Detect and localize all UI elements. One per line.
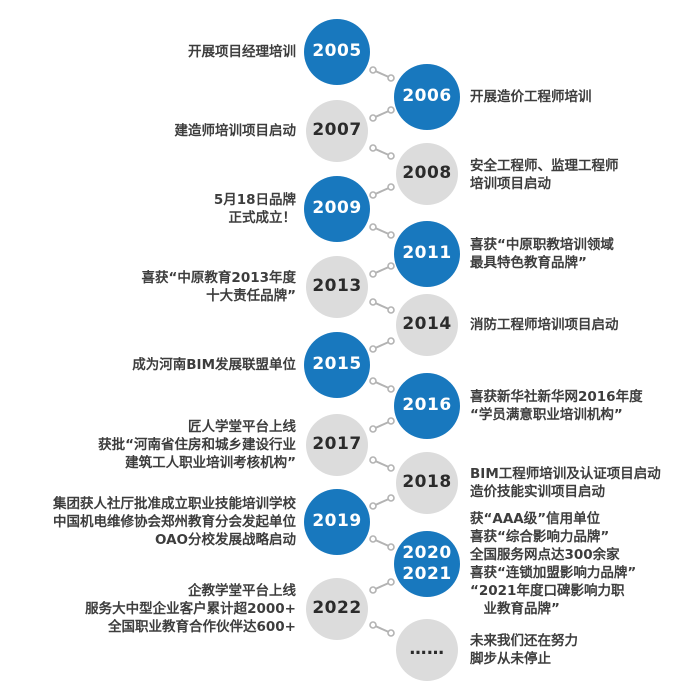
year-text: 2013: [312, 276, 362, 297]
connector-link-icon: [369, 106, 395, 122]
connector-link-icon: [369, 298, 395, 314]
connector-link-icon: [369, 578, 395, 594]
event-label-2017: 匠人学堂平台上线 获批“河南省住房和城乡建设行业 建筑工人职业培训考核机构”: [98, 419, 296, 471]
year-circle-2009: 2009: [304, 176, 370, 242]
year-text: 2018: [402, 472, 452, 493]
year-text: 2007: [312, 120, 362, 141]
connector-link-icon: [369, 535, 395, 551]
year-circle-2006: 2006: [394, 64, 460, 130]
connector-link-icon: [369, 417, 395, 433]
year-circle-2020-2021: 2020 2021: [394, 531, 460, 597]
connector-link-icon: [369, 183, 395, 199]
year-text: 2005: [312, 41, 362, 62]
connector-link-icon: [369, 262, 395, 278]
connector-link-icon: [369, 494, 395, 510]
year-text: 2022: [312, 598, 362, 619]
event-label-2015: 成为河南BIM发展联盟单位: [132, 357, 296, 373]
connector-link-icon: [369, 377, 395, 393]
year-circle-2016: 2016: [394, 373, 460, 439]
connector-link-icon: [369, 66, 395, 82]
connector-link-icon: [369, 337, 395, 353]
year-circle-2008: 2008: [396, 143, 458, 205]
year-text: 2015: [312, 354, 362, 375]
year-circle-2005: 2005: [304, 19, 370, 85]
event-label-2018: BIM工程师培训及认证项目启动 造价技能实训项目启动: [470, 466, 661, 500]
year-circle-2019: 2019: [304, 489, 370, 555]
year-circle-future: ……: [396, 619, 458, 681]
event-label-2011: 喜获“中原职教培训领域 最具特色教育品牌”: [470, 237, 614, 271]
connector-link-icon: [369, 144, 395, 160]
event-label-2007: 建造师培训项目启动: [174, 123, 297, 139]
year-text: 2011: [402, 243, 452, 264]
year-circle-2013: 2013: [306, 256, 368, 318]
year-circle-2015: 2015: [304, 332, 370, 398]
year-circle-2014: 2014: [396, 294, 458, 356]
year-text: 2020 2021: [402, 542, 452, 584]
year-text: 2009: [312, 198, 362, 219]
event-label-2008: 安全工程师、监理工程师 培训项目启动: [470, 158, 619, 192]
event-label-2016: 喜获新华社新华网2016年度 “学员满意职业培训机构”: [470, 389, 643, 423]
year-circle-2018: 2018: [396, 452, 458, 514]
year-circle-2017: 2017: [306, 414, 368, 476]
year-circle-2007: 2007: [306, 100, 368, 162]
year-text: 2006: [402, 86, 452, 107]
event-label-2019: 集团获人社厅批准成立职业技能培训学校 中国机电维修协会郑州教育分会发起单位 OA…: [53, 496, 296, 548]
year-text: 2014: [402, 314, 452, 335]
event-label-2009: 5月18日品牌 正式成立！: [213, 192, 296, 226]
event-label-2022: 企教学堂平台上线 服务大中型企业客户累计超2000+ 全国职业教育合作伙伴达60…: [85, 583, 296, 635]
event-label-2014: 消防工程师培训项目启动: [470, 317, 619, 333]
connector-link-icon: [369, 621, 395, 637]
year-text: 2017: [312, 434, 362, 455]
year-circle-2011: 2011: [394, 221, 460, 287]
year-circle-2022: 2022: [306, 578, 368, 640]
year-text: ……: [409, 639, 445, 660]
event-label-2020-2021: 获“AAA级”信用单位 喜获“综合影响力品牌” 全国服务网点达300余家 喜获“…: [470, 511, 637, 617]
connector-link-icon: [369, 223, 395, 239]
event-label-2006: 开展造价工程师培训: [470, 89, 592, 105]
year-text: 2016: [402, 395, 452, 416]
year-text: 2019: [312, 511, 362, 532]
event-label-2013: 喜获“中原教育2013年度 十大责任品牌”: [141, 270, 296, 304]
connector-link-icon: [369, 456, 395, 472]
event-label-2005: 开展项目经理培训: [188, 44, 296, 60]
event-label-future: 未来我们还在努力 脚步从未停止: [470, 633, 578, 667]
year-text: 2008: [402, 163, 452, 184]
